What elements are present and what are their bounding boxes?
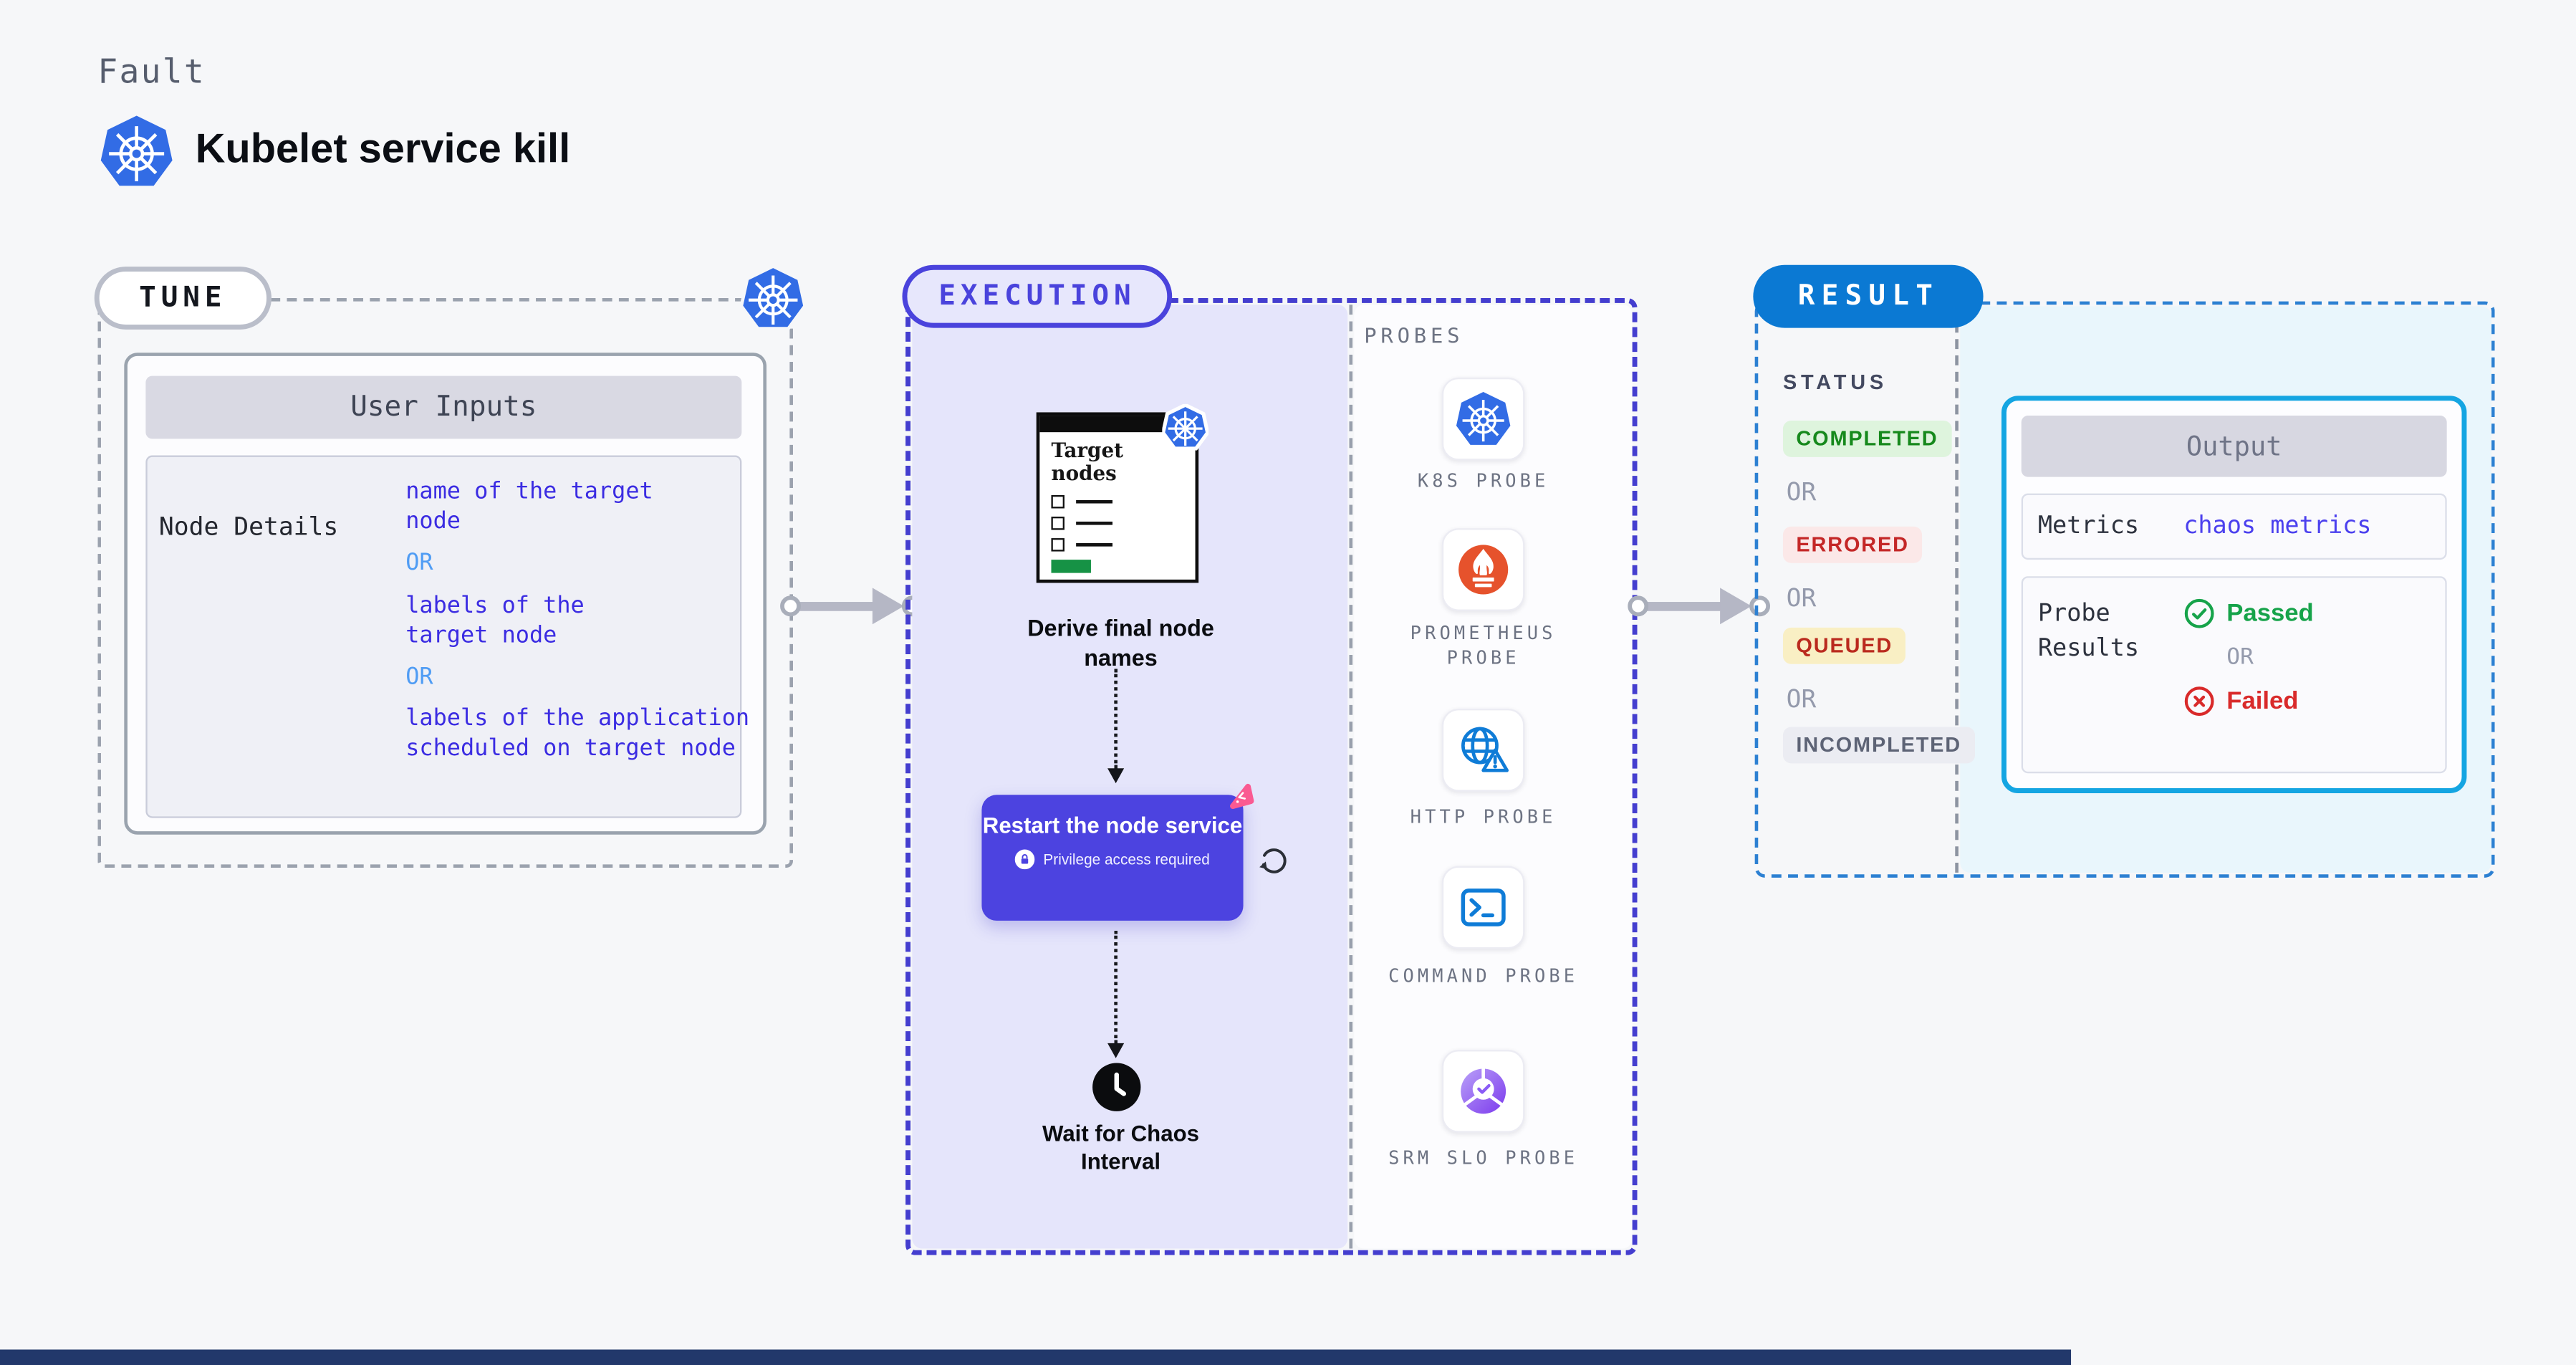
probe-tile-k8s — [1441, 377, 1525, 461]
kubernetes-icon — [740, 264, 807, 330]
status-output-divider — [1955, 306, 1959, 873]
fault-kicker: Fault — [97, 51, 206, 92]
metrics-value: chaos metrics — [2183, 513, 2372, 540]
terminal-icon — [1461, 889, 1506, 926]
status-badge-completed: COMPLETED — [1782, 420, 1951, 457]
node-detail-option: labels of the application scheduled on t… — [405, 705, 750, 763]
flow-arrow — [1628, 588, 1771, 625]
probe-tile-prometheus — [1441, 528, 1525, 611]
prometheus-icon — [1458, 545, 1509, 595]
bottom-progress-bar — [0, 1349, 2072, 1365]
status-badge-incompleted: INCOMPLETED — [1782, 727, 1975, 764]
tune-section — [97, 297, 793, 868]
output-card: Output Metrics chaos metrics Probe Resul… — [2001, 396, 2467, 793]
execution-section — [905, 297, 1638, 1255]
or-separator: OR — [1786, 583, 1817, 613]
node-details-row: Node Details name of the target node OR … — [145, 455, 749, 818]
step-wait-label: Wait for Chaos Interval — [1042, 1121, 1200, 1175]
status-badge-queued: QUEUED — [1782, 627, 1906, 664]
arrow-down-icon — [1107, 768, 1125, 784]
checkbox-icon — [1051, 494, 1064, 508]
target-nodes-doc: Target nodes — [1036, 412, 1199, 583]
user-inputs-card: User Inputs Node Details name of the tar… — [124, 353, 766, 835]
status-heading: STATUS — [1782, 370, 1888, 395]
kubernetes-icon — [1456, 391, 1511, 445]
node-details-values: name of the target node OR labels of the… — [405, 477, 760, 776]
globe-alert-icon — [1461, 727, 1509, 772]
result-pill: RESULT — [1753, 264, 1984, 328]
check-circle-icon — [2184, 598, 2214, 628]
or-separator: OR — [1786, 476, 1817, 507]
checkbox-icon — [1051, 537, 1064, 552]
probe-results-label: Probe Results — [2037, 600, 2140, 663]
node-details-label: Node Details — [158, 512, 339, 542]
probe-label: PROMETHEUS PROBE — [1410, 622, 1557, 669]
doc-checkbox-row — [1051, 537, 1185, 552]
metrics-label: Metrics — [2037, 513, 2140, 540]
doc-titlebar — [1039, 416, 1196, 433]
doc-line — [1076, 499, 1112, 504]
doc-title: Target nodes — [1051, 439, 1123, 487]
doc-line — [1076, 521, 1112, 525]
x-circle-icon — [2184, 686, 2214, 717]
output-header: Output — [2021, 416, 2447, 477]
doc-line — [1076, 542, 1112, 547]
doc-checkbox-row — [1051, 516, 1185, 530]
passed-label: Passed — [2226, 599, 2314, 628]
slo-donut-icon — [1461, 1067, 1506, 1114]
doc-checkbox-row — [1051, 494, 1185, 508]
retry-icon — [1259, 848, 1287, 873]
node-detail-option: name of the target node — [405, 478, 653, 535]
metrics-row: Metrics chaos metrics — [2021, 493, 2447, 560]
execution-pill: EXECUTION — [902, 264, 1173, 328]
restart-node-service-step: Restart the node service Privilege acces… — [981, 795, 1244, 921]
chaos-spark-icon — [1230, 783, 1254, 809]
probe-label: SRM SLO PROBE — [1388, 1147, 1579, 1169]
restart-title: Restart the node service — [982, 813, 1243, 838]
privilege-note: Privilege access required — [981, 850, 1243, 871]
probe-results-row: Probe Results Passed OR Failed — [2021, 576, 2447, 774]
clock-icon — [1092, 1063, 1141, 1111]
privilege-note-text: Privilege access required — [1043, 851, 1210, 869]
execution-probes-divider — [1349, 305, 1353, 1249]
probe-label: K8S PROBE — [1417, 470, 1549, 492]
kubernetes-icon — [1162, 403, 1209, 451]
status-badge-errored: ERRORED — [1782, 526, 1923, 563]
failed-label: Failed — [2226, 687, 2299, 716]
node-detail-option: labels of the target node — [405, 592, 585, 649]
or-separator: OR — [1786, 684, 1817, 714]
failed-result: Failed — [2183, 686, 2314, 717]
or-separator: OR — [405, 664, 433, 691]
page-title: Kubelet service kill — [195, 125, 571, 173]
result-section — [1754, 301, 2495, 878]
probes-heading: PROBES — [1364, 322, 1464, 348]
probe-tile-http — [1441, 709, 1525, 792]
checkbox-icon — [1051, 516, 1064, 530]
flow-arrow — [780, 588, 923, 625]
tune-pill: TUNE — [94, 267, 271, 330]
flow-connector — [1114, 669, 1118, 769]
lock-icon — [1015, 850, 1035, 871]
probe-tile-command — [1441, 866, 1525, 949]
probe-tile-srm-slo — [1441, 1050, 1525, 1133]
passed-result: Passed — [2183, 598, 2314, 629]
user-inputs-header: User Inputs — [145, 375, 742, 439]
kubernetes-icon — [100, 115, 173, 186]
step-derive-label: Derive final node names — [1027, 614, 1214, 671]
arrow-down-icon — [1107, 1043, 1125, 1058]
or-separator: OR — [2226, 643, 2254, 671]
or-separator: OR — [405, 550, 433, 578]
probe-label: COMMAND PROBE — [1388, 965, 1579, 987]
flow-connector — [1114, 930, 1118, 1043]
probe-label: HTTP PROBE — [1410, 806, 1557, 828]
doc-green-button — [1051, 559, 1091, 573]
